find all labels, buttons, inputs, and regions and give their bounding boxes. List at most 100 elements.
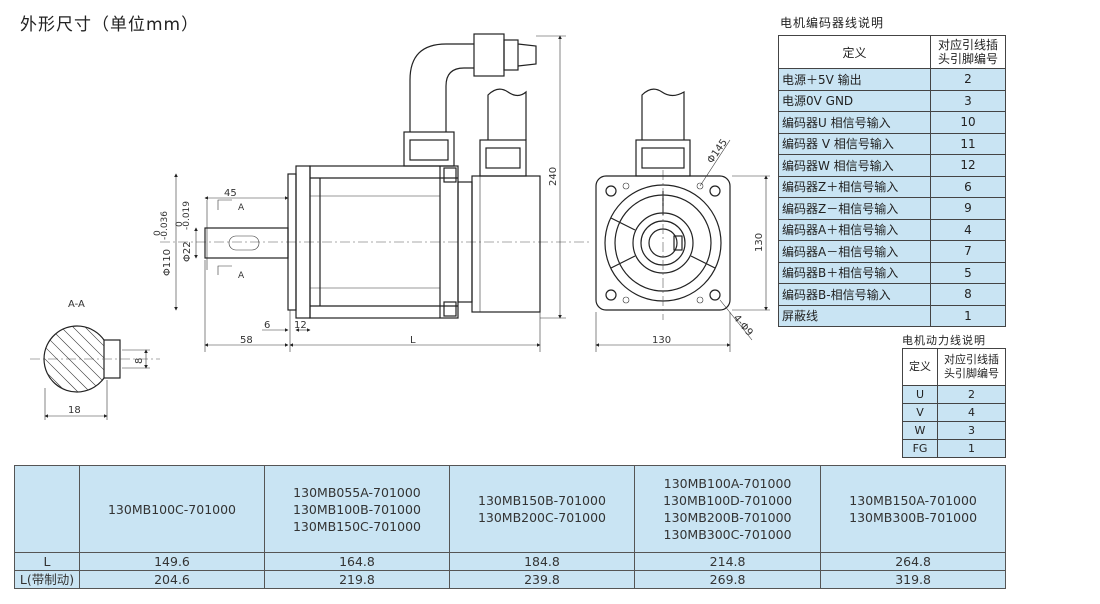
pin-number: 8 bbox=[930, 283, 1006, 306]
row-label: L bbox=[14, 552, 80, 571]
length-value: 204.6 bbox=[79, 570, 265, 589]
dim-phi145: Φ145 bbox=[705, 137, 729, 165]
pin-number: 2 bbox=[937, 385, 1006, 404]
dim-45: 45 bbox=[224, 188, 237, 199]
pin-number: 12 bbox=[930, 154, 1006, 177]
dim-4-phi9: 4-Φ9 bbox=[731, 313, 755, 339]
signal-definition: 编码器Z－相信号输入 bbox=[778, 197, 931, 220]
length-value: 269.8 bbox=[633, 570, 822, 589]
pin-number: 5 bbox=[930, 261, 1006, 284]
dim-130-bottom: 130 bbox=[652, 335, 671, 346]
pin-number: 4 bbox=[937, 403, 1006, 422]
section-mark-a-top: A bbox=[238, 203, 245, 213]
side-view: A A 45 Φ110 0 -0.036 Φ22 0 -0.019 6 12 5… bbox=[153, 33, 590, 352]
signal-definition: 屏蔽线 bbox=[778, 304, 931, 327]
header-pin-number: 对应引线插头引脚编号 bbox=[930, 35, 1006, 69]
pin-number: 4 bbox=[930, 218, 1006, 241]
pin-number: 3 bbox=[930, 89, 1006, 112]
dim-240: 240 bbox=[548, 167, 559, 186]
dim-phi22: Φ22 bbox=[182, 241, 193, 262]
signal-definition: 电源＋5V 输出 bbox=[778, 68, 931, 91]
dim-130-side: 130 bbox=[754, 233, 765, 252]
signal-definition: 电源0V GND bbox=[778, 89, 931, 112]
dim-phi22-tol-lower: -0.019 bbox=[182, 201, 192, 230]
pin-number: 11 bbox=[930, 132, 1006, 155]
section-mark-a-bottom: A bbox=[238, 271, 245, 281]
signal-definition: 编码器U 相信号输入 bbox=[778, 111, 931, 134]
dim-phi22-tol-upper: 0 bbox=[175, 221, 185, 227]
pin-number: 1 bbox=[937, 439, 1006, 458]
length-value: 219.8 bbox=[263, 570, 450, 589]
phase-definition: U bbox=[902, 385, 938, 404]
dim-L: L bbox=[410, 335, 416, 346]
encoder-table-header: 定义对应引线插头引脚编号 bbox=[778, 35, 1006, 69]
signal-definition: 编码器B-相信号输入 bbox=[778, 283, 931, 306]
model-list: 130MB100C-701000 bbox=[79, 465, 265, 553]
header-definition: 定义 bbox=[902, 348, 938, 386]
length-value: 149.6 bbox=[79, 552, 265, 571]
pin-number: 1 bbox=[930, 304, 1006, 327]
dim-58: 58 bbox=[240, 335, 253, 346]
length-value: 319.8 bbox=[820, 570, 1006, 589]
section-a-a: A-A 18 8 bbox=[30, 299, 160, 420]
motor-dimension-drawing: A A 45 Φ110 0 -0.036 Φ22 0 -0.019 6 12 5… bbox=[30, 33, 770, 420]
length-value: 214.8 bbox=[633, 552, 822, 571]
header-definition: 定义 bbox=[778, 35, 931, 69]
encoder-table-caption: 电机编码器线说明 bbox=[780, 16, 885, 30]
length-value: 239.8 bbox=[448, 570, 635, 589]
signal-definition: 编码器B＋相信号输入 bbox=[778, 261, 931, 284]
phase-definition: FG bbox=[902, 439, 938, 458]
header-blank bbox=[14, 465, 80, 553]
dim-18: 18 bbox=[68, 405, 81, 416]
dim-phi110-tol-upper: 0 bbox=[153, 230, 163, 236]
row-label: L(带制动) bbox=[14, 570, 80, 589]
signal-definition: 编码器W 相信号输入 bbox=[778, 154, 931, 177]
signal-definition: 编码器A－相信号输入 bbox=[778, 240, 931, 263]
section-label: A-A bbox=[68, 299, 85, 310]
pin-number: 2 bbox=[930, 68, 1006, 91]
length-value: 164.8 bbox=[263, 552, 450, 571]
power-table-caption: 电机动力线说明 bbox=[902, 334, 986, 347]
dim-12: 12 bbox=[294, 320, 307, 331]
phase-definition: V bbox=[902, 403, 938, 422]
pin-number: 6 bbox=[930, 175, 1006, 198]
dim-8: 8 bbox=[134, 358, 145, 364]
page-title: 外形尺寸（单位mm） bbox=[20, 15, 200, 35]
pin-number: 10 bbox=[930, 111, 1006, 134]
power-table-header: 定义对应引线插头引脚编号 bbox=[902, 348, 1006, 386]
front-view: 130 130 Φ145 4-Φ9 bbox=[595, 88, 770, 352]
pin-number: 9 bbox=[930, 197, 1006, 220]
signal-definition: 编码器Z＋相信号输入 bbox=[778, 175, 931, 198]
length-value: 264.8 bbox=[820, 552, 1006, 571]
signal-definition: 编码器 V 相信号输入 bbox=[778, 132, 931, 155]
dim-phi110-tol-lower: -0.036 bbox=[160, 211, 170, 240]
phase-definition: W bbox=[902, 421, 938, 440]
signal-definition: 编码器A＋相信号输入 bbox=[778, 218, 931, 241]
dim-6: 6 bbox=[264, 320, 270, 331]
header-pin-number: 对应引线插头引脚编号 bbox=[937, 348, 1006, 386]
